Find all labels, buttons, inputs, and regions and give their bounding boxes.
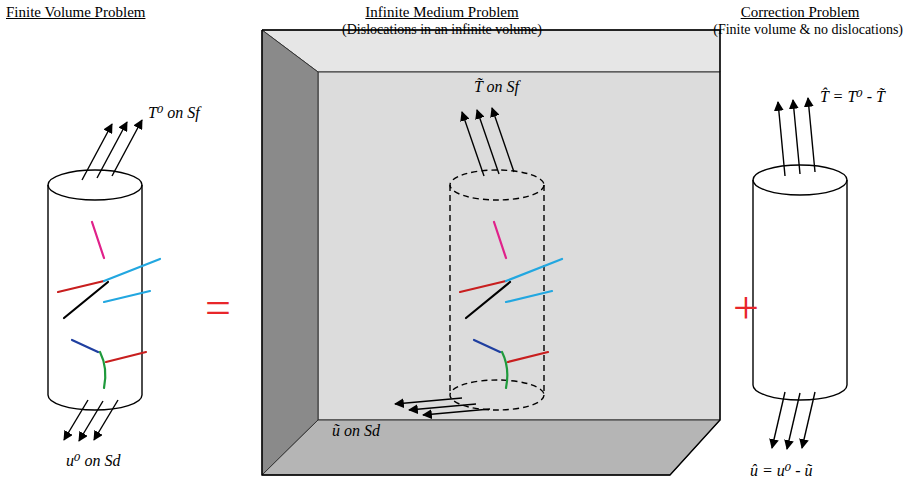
boundary-label: ũ on Sd — [332, 422, 380, 440]
panel-heading: Infinite Medium Problem — [365, 4, 518, 21]
plus-sign: + — [733, 282, 759, 335]
infinite-medium-box — [262, 30, 720, 475]
boundary-label: T⁰ on Sf — [148, 104, 200, 122]
panel-subheading: (Dislocations in an infinite volume) — [342, 22, 542, 38]
boundary-label: T̃ on Sf — [474, 78, 519, 96]
dislocation-lines — [460, 222, 562, 388]
correction-cylinder — [753, 165, 847, 400]
traction-arrows — [82, 120, 142, 180]
displacement-arrows — [772, 392, 815, 449]
traction-arrows — [462, 108, 514, 176]
boundary-label: û = u⁰ - ũ — [750, 462, 813, 480]
boundary-label: T̂ = T⁰ - T̃ — [820, 88, 885, 106]
dislocation-lines — [58, 222, 160, 388]
panel-heading: Correction Problem — [741, 4, 860, 21]
equals-sign: = — [205, 282, 231, 335]
displacement-arrows — [64, 400, 118, 441]
displacement-arrows — [395, 398, 490, 415]
panel-heading: Finite Volume Problem — [6, 4, 145, 21]
boundary-label: u⁰ on Sd — [66, 452, 120, 470]
panel-subheading: (Finite volume & no dislocations) — [713, 22, 903, 38]
traction-arrows — [778, 98, 815, 176]
